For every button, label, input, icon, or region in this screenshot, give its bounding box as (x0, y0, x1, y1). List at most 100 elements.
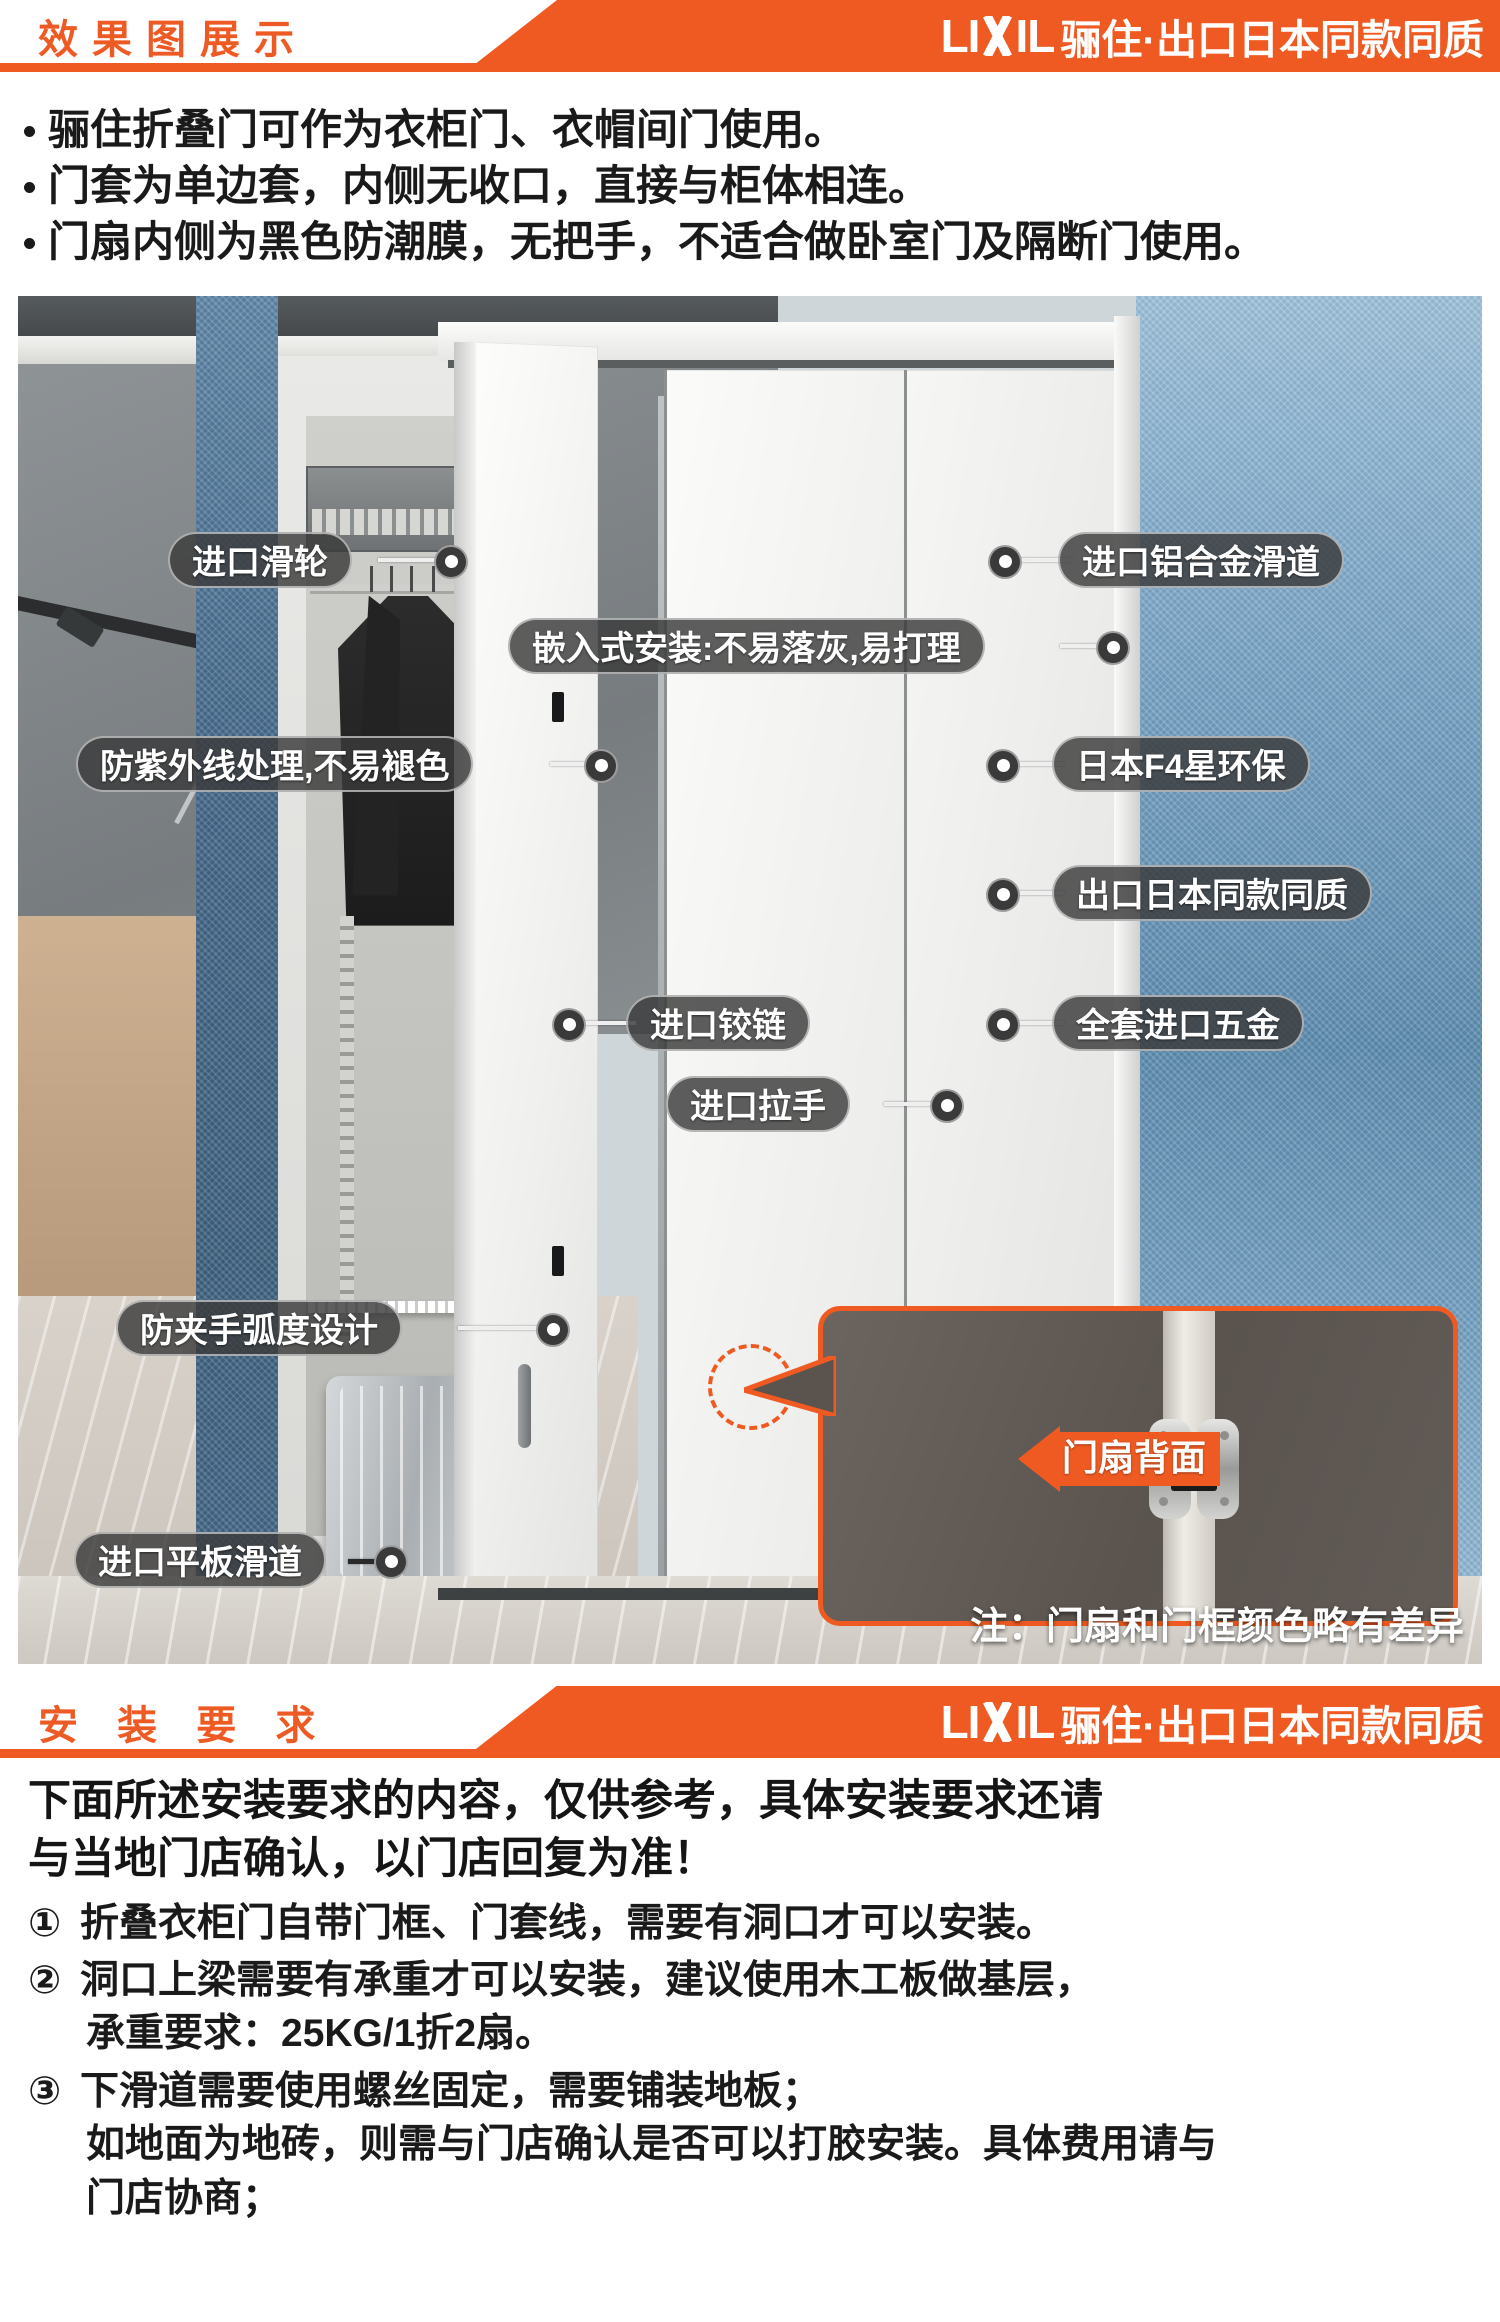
list-item-number: ① (28, 1901, 62, 1945)
brand-lockup: LI IL 骊住·出口日本同款同质 (941, 0, 1484, 72)
hanger (370, 565, 373, 592)
inset-arrow-label: 门扇背面 (1018, 1425, 1221, 1492)
callout-pill: 防紫外线处理,不易褪色 (76, 735, 474, 792)
list-item-line: 门店协商； (86, 2176, 282, 2220)
inset-pointer-tail (744, 1355, 836, 1416)
list-item-line: 如地面为地砖，则需与门店确认是否可以打胶安装。具体费用请与 (86, 2123, 1218, 2167)
hanger (410, 565, 413, 592)
install-lead-line-2: 与当地门店确认，以门店回复为准！ (28, 1835, 716, 1884)
list-item-text: 折叠衣柜门自带门框、门套线，需要有洞口才可以安装。 (80, 1897, 1482, 1950)
callout-dot[interactable] (374, 1544, 408, 1579)
list-item-number: ② (28, 1958, 62, 2002)
hinge-mark (552, 691, 564, 722)
callout-leader-line (1014, 1020, 1064, 1025)
shelf-rail (340, 915, 354, 1346)
blue-wall-left (196, 295, 278, 1664)
hinge-screw (1220, 1430, 1229, 1440)
section-title-install-requirements: 安 装 要 求 (38, 1703, 330, 1748)
left-arrow-icon (1018, 1425, 1060, 1492)
callout-leader-line (378, 557, 446, 562)
callout-dot[interactable] (1096, 630, 1130, 665)
list-item: ① 折叠衣柜门自带门框、门套线，需要有洞口才可以安装。 (28, 1897, 1482, 1950)
hanger (432, 565, 435, 592)
hinge-screw (1220, 1496, 1229, 1506)
list-item-line: 承重要求：25KG/1折2扇。 (86, 2012, 555, 2056)
callout-dot[interactable] (434, 544, 468, 579)
callout-dot[interactable] (584, 748, 618, 783)
callout-dot[interactable] (988, 544, 1022, 579)
section-title-effect-display: 效果图展示 (38, 18, 308, 62)
feature-bullet-list: 骊住折叠门可作为衣柜门、衣帽间门使用。 门套为单边套，内侧无收口，直接与柜体相连… (0, 88, 1500, 280)
brand-lockup: LI IL 骊住·出口日本同款同质 (941, 1686, 1484, 1758)
callout-leader-line (458, 1325, 546, 1330)
folding-door-panel-1 (468, 341, 598, 1607)
callout-pill: 日本F4星环保 (1052, 735, 1310, 792)
door-seam (904, 369, 907, 1600)
list-item-line: 下滑道需要使用螺丝固定，需要铺装地板； (80, 2069, 822, 2113)
lixil-logo-part1: LI (940, 10, 981, 62)
callout-pill: 全套进口五金 (1052, 994, 1304, 1051)
lixil-logo: LI IL (940, 9, 1056, 63)
callout-leader-line (1060, 643, 1106, 648)
lixil-logo-part1: LI (940, 1695, 981, 1748)
photo-disclaimer-note: 注：门扇和门框颜色略有差异 (969, 1605, 1464, 1648)
list-item: 骊住折叠门可作为衣柜门、衣帽间门使用。 (18, 102, 1500, 158)
brand-tagline: 骊住·出口日本同款同质 (1060, 17, 1484, 63)
list-item-line: 折叠衣柜门自带门框、门套线，需要有洞口才可以安装。 (80, 1901, 1056, 1945)
callout-dot[interactable] (930, 1088, 964, 1123)
banner-underline (0, 1748, 1500, 1758)
callout-pill: 进口滑轮 (168, 531, 352, 588)
callout-dot[interactable] (986, 1007, 1020, 1042)
callout-dot[interactable] (986, 748, 1020, 783)
list-item-text: 下滑道需要使用螺丝固定，需要铺装地板； 如地面为地砖，则需与门店确认是否可以打胶… (80, 2065, 1482, 2225)
brand-tagline: 骊住·出口日本同款同质 (1060, 1702, 1484, 1749)
lixil-x-icon (980, 16, 1014, 56)
callout-pill: 防夹手弧度设计 (116, 1299, 402, 1356)
install-numbered-list: ① 折叠衣柜门自带门框、门套线，需要有洞口才可以安装。 ② 洞口上梁需要有承重才… (14, 1897, 1486, 2226)
callout-leader-line (1016, 557, 1072, 562)
lixil-logo-part2: IL (1015, 1695, 1055, 1748)
install-lead-paragraph: 下面所述安装要求的内容，仅供参考，具体安装要求还请 与当地门店确认，以门店回复为… (14, 1758, 1486, 1893)
inset-label-text: 门扇背面 (1060, 1431, 1221, 1486)
door-fold-edge (454, 341, 476, 1608)
install-lead-line-1: 下面所述安装要求的内容，仅供参考，具体安装要求还请 (28, 1776, 1103, 1825)
product-photo: 进口滑轮 进口铝合金滑道 嵌入式安装:不易落灰,易打理 防紫外线处理,不易褪色 … (18, 295, 1482, 1664)
door-handle-left (518, 1363, 531, 1448)
callout-leader-line (1014, 890, 1064, 895)
list-item: 门扇内侧为黑色防潮膜，无把手，不适合做卧室门及隔断门使用。 (18, 214, 1500, 270)
callout-pill: 出口日本同款同质 (1052, 864, 1372, 921)
callout-dot[interactable] (552, 1007, 586, 1042)
hanging-rod (310, 583, 536, 591)
section-banner-effect-display: 效果图展示 LI IL 骊住·出口日本同款同质 (0, 0, 1500, 72)
callout-leader-line (580, 1020, 636, 1025)
callout-leader-line (348, 1558, 380, 1564)
callout-dot[interactable] (986, 877, 1020, 912)
callout-pill: 嵌入式安装:不易落灰,易打理 (508, 617, 985, 674)
callout-pill: 进口平板滑道 (74, 1531, 326, 1588)
callout-leader-line (884, 1101, 940, 1106)
lixil-logo-part2: IL (1015, 10, 1055, 62)
callout-leader-line (550, 761, 594, 766)
list-item-number: ③ (28, 2069, 62, 2113)
callout-dot[interactable] (536, 1312, 570, 1347)
hinge-screw (1159, 1496, 1168, 1506)
callout-pill: 进口铝合金滑道 (1058, 531, 1344, 588)
list-item: ② 洞口上梁需要有承重才可以安装，建议使用木工板做基层， 承重要求：25KG/1… (28, 1954, 1482, 2061)
banner-underline (0, 63, 1500, 72)
callout-leader-line (1014, 761, 1064, 766)
lixil-x-icon (980, 1702, 1014, 1742)
hanger (390, 565, 393, 592)
install-requirements-body: 下面所述安装要求的内容，仅供参考，具体安装要求还请 与当地门店确认，以门店回复为… (0, 1758, 1500, 2225)
lintel-shadow (448, 359, 1138, 368)
hinge-mark (552, 1245, 564, 1276)
lixil-logo: LI IL (940, 1695, 1056, 1749)
list-item: 门套为单边套，内侧无收口，直接与柜体相连。 (18, 158, 1500, 214)
list-item-text: 洞口上梁需要有承重才可以安装，建议使用木工板做基层， 承重要求：25KG/1折2… (80, 1954, 1482, 2061)
door-seam (664, 369, 667, 1600)
list-item: ③ 下滑道需要使用螺丝固定，需要铺装地板； 如地面为地砖，则需与门店确认是否可以… (28, 2065, 1482, 2225)
wood-panel (18, 915, 208, 1336)
callout-pill: 进口铰链 (626, 994, 810, 1051)
list-item-line: 洞口上梁需要有承重才可以安装，建议使用木工板做基层， (80, 1958, 1095, 2002)
callout-pill: 进口拉手 (666, 1075, 850, 1132)
section-banner-install-requirements: 安 装 要 求 LI IL 骊住·出口日本同款同质 (0, 1685, 1500, 1758)
